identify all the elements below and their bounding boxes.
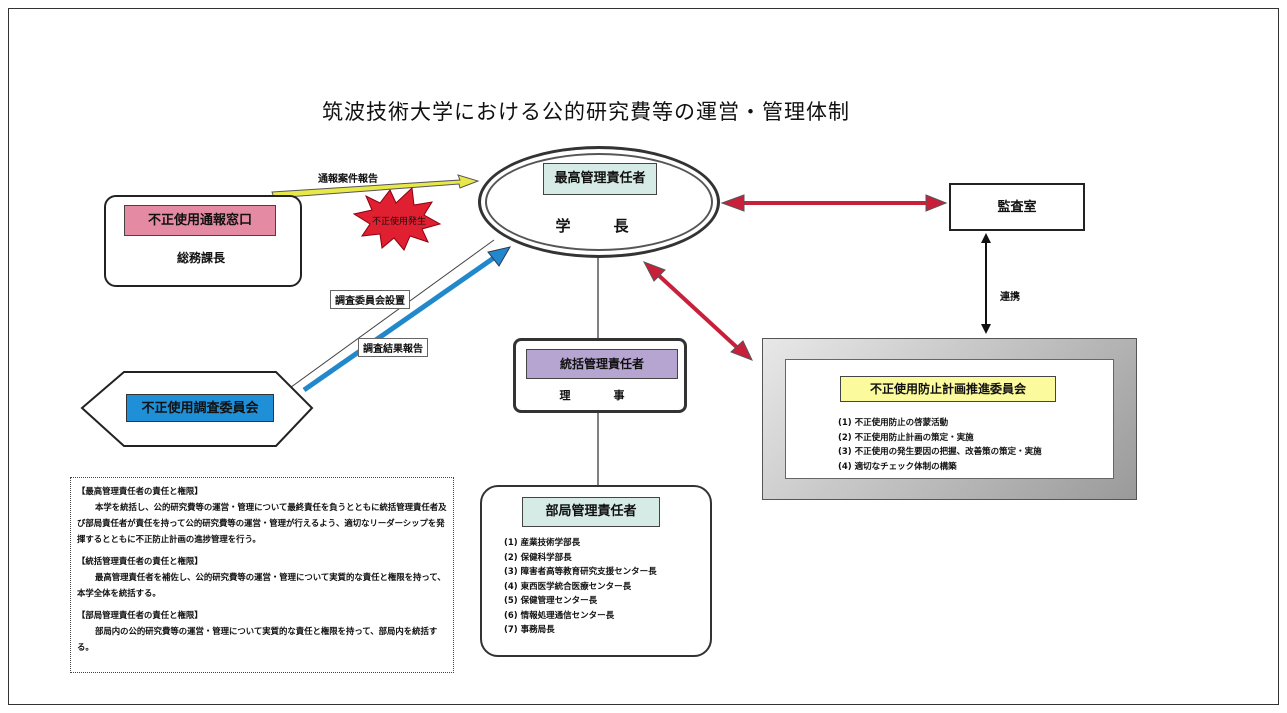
list-item: (5) 保健管理センター長: [504, 596, 598, 606]
page-frame: [8, 8, 1279, 705]
resp-heading: 【統括管理責任者の責任と権限】: [77, 556, 203, 566]
case-report-label: 通報案件報告: [318, 174, 378, 185]
responsibilities-box: 【最高管理責任者の責任と権限】 本学を統括し、公的研究費等の運営・管理について最…: [70, 477, 454, 673]
resp-heading: 【最高管理責任者の責任と権限】: [77, 486, 203, 496]
list-item: (2) 保健科学部長: [504, 552, 572, 563]
list-item: (7) 事務局長: [504, 625, 555, 635]
general-manager-name: 理 事: [559, 389, 641, 402]
investigation-committee-label[interactable]: 不正使用調査委員会: [126, 394, 274, 422]
committee-set-arrow: [275, 239, 495, 399]
top-manager-label: 最高管理責任者: [543, 163, 657, 195]
general-manager-label: 統括管理責任者: [526, 349, 678, 379]
list-item: (3) 障害者高等教育研究支援センター長: [504, 567, 657, 577]
misuse-burst-icon: [352, 186, 442, 251]
plan-committee-face: 不正使用防止計画推進委員会 (1) 不正使用防止の啓蒙活動 (2) 不正使用防止…: [785, 359, 1114, 479]
resp-text: 部局内の公的研究費等の運営・管理について実質的な責任と権限を持って、部局内を統括…: [77, 626, 438, 652]
dept-manager-list: (1) 産業技術学部長 (2) 保健科学部長 (3) 障害者高等教育研究支援セン…: [504, 536, 657, 638]
resp-text: 最高管理責任者を補佐し、公的研究費等の運営・管理について実質的な責任と権限を持っ…: [77, 572, 446, 598]
report-window-name: 総務課長: [176, 251, 225, 265]
page-title: 筑波技術大学における公的研究費等の運営・管理体制: [322, 100, 850, 124]
list-item: (3) 不正使用の発生要因の把握、改善策の策定・実施: [838, 447, 1042, 457]
resp-text: 本学を統括し、公的研究費等の運営・管理について最終責任を負うとともに統括管理責任…: [77, 502, 447, 544]
list-item: (6) 情報処理通信センター長: [504, 610, 615, 621]
misuse-occurs-label: 不正使用発生: [372, 217, 427, 227]
list-item: (4) 東西医学統合医療センター長: [504, 581, 632, 592]
report-window-label: 不正使用通報窓口: [124, 205, 276, 236]
list-item: (2) 不正使用防止計画の策定・実施: [838, 432, 974, 443]
plan-committee-list: (1) 不正使用防止の啓蒙活動 (2) 不正使用防止計画の策定・実施 (3) 不…: [838, 416, 1042, 474]
list-item: (1) 不正使用防止の啓蒙活動: [838, 418, 949, 428]
top-manager-name: 学 長: [555, 217, 643, 235]
result-report-arrow: [302, 252, 500, 393]
committee-set-label: 調査委員会設置: [330, 290, 410, 309]
dept-manager-node[interactable]: 部局管理責任者 (1) 産業技術学部長 (2) 保健科学部長 (3) 障害者高等…: [480, 485, 712, 657]
general-manager-node[interactable]: 統括管理責任者 理 事: [513, 338, 687, 413]
audit-office-node[interactable]: 監査室: [949, 183, 1085, 231]
plan-committee-node[interactable]: 不正使用防止計画推進委員会 (1) 不正使用防止の啓蒙活動 (2) 不正使用防止…: [762, 338, 1137, 500]
top-manager-node[interactable]: 最高管理責任者 学 長: [478, 146, 720, 258]
plan-link-arrow: [653, 270, 744, 354]
report-window-node[interactable]: 不正使用通報窓口 総務課長: [104, 195, 302, 287]
case-report-arrow: [271, 174, 480, 199]
dept-manager-label: 部局管理責任者: [522, 497, 660, 527]
list-item: (1) 産業技術学部長: [504, 538, 581, 548]
cooperation-label: 連携: [1000, 292, 1020, 303]
list-item: (4) 適切なチェック体制の構築: [838, 461, 957, 472]
plan-committee-label: 不正使用防止計画推進委員会: [840, 376, 1056, 402]
resp-heading: 【部局管理責任者の責任と権限】: [77, 610, 203, 620]
result-report-label: 調査結果報告: [358, 338, 428, 357]
